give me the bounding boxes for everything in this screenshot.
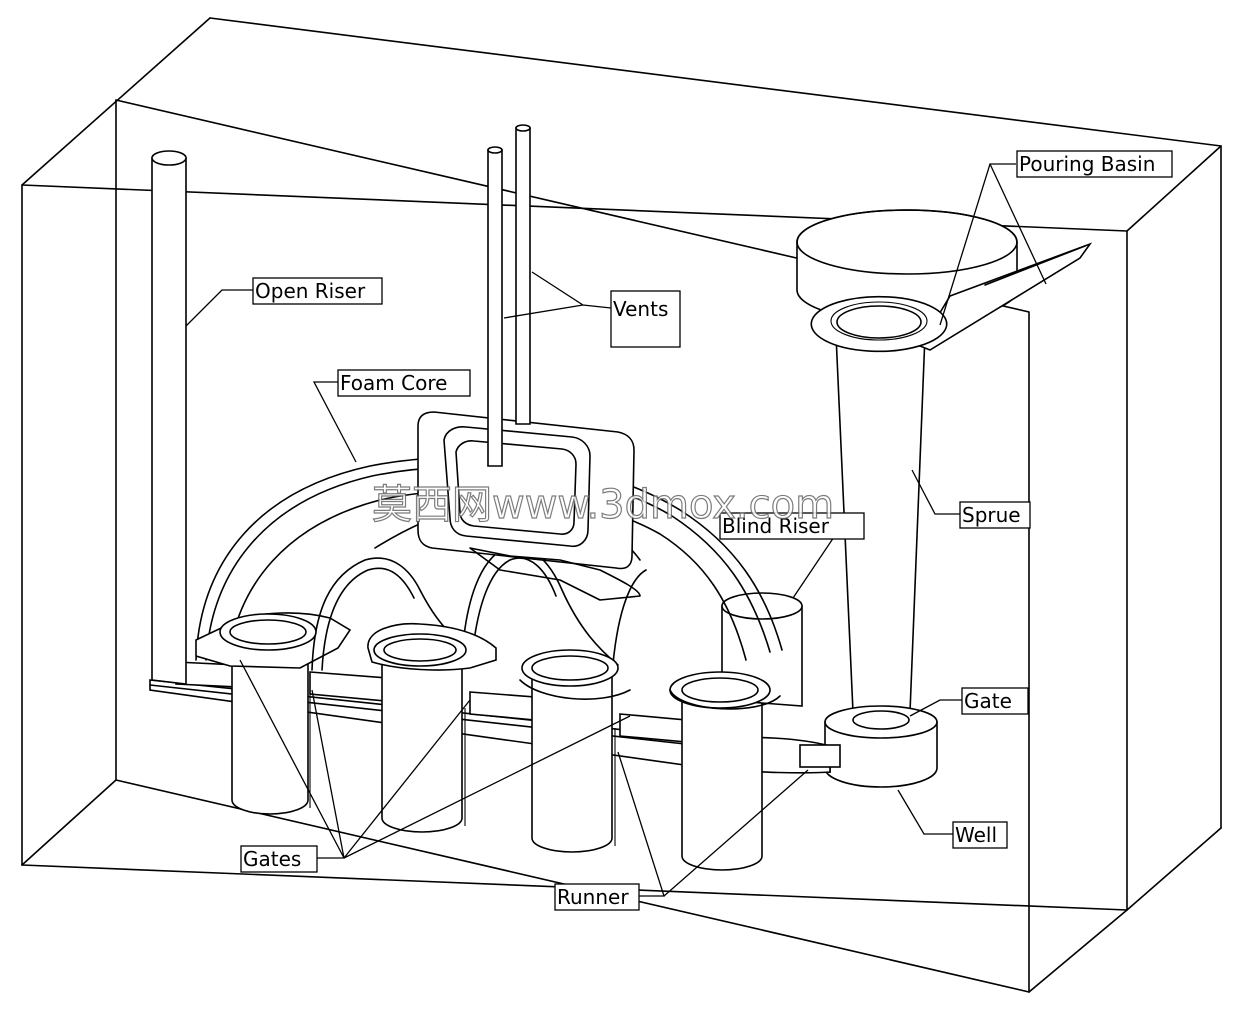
foam-core <box>195 456 783 710</box>
label-well-text: Well <box>955 823 997 847</box>
label-vents-text: Vents <box>613 297 668 321</box>
label-foam-core: Foam Core <box>337 369 471 397</box>
label-pouring-basin-text: Pouring Basin <box>1019 152 1155 176</box>
label-gates-text: Gates <box>243 847 301 871</box>
label-gate-text: Gate <box>964 689 1012 713</box>
flask-box <box>21 17 1222 993</box>
top-pad <box>417 411 641 601</box>
pouring-basin <box>796 209 1093 353</box>
label-pouring-basin: Pouring Basin <box>1016 150 1173 178</box>
open-riser <box>151 150 187 685</box>
label-gate: Gate <box>961 687 1029 715</box>
leader-lines <box>185 163 1047 897</box>
label-foam-core-text: Foam Core <box>340 371 447 395</box>
label-runner-text: Runner <box>557 885 629 909</box>
label-gates: Gates <box>240 845 318 873</box>
label-blind-riser-text: Blind Riser <box>722 514 830 538</box>
label-sprue: Sprue <box>959 501 1031 529</box>
label-blind-riser: Blind Riser <box>719 512 865 540</box>
watermark: 莫西网www.3dmox.com <box>372 482 834 528</box>
well <box>824 705 938 788</box>
cylinders <box>231 635 763 871</box>
label-well: Well <box>952 821 1008 849</box>
label-runner: Runner <box>554 883 640 911</box>
label-open-riser: Open Riser <box>252 277 383 305</box>
label-vents: Vents <box>610 290 681 348</box>
label-sprue-text: Sprue <box>962 503 1021 527</box>
label-open-riser-text: Open Riser <box>255 279 366 303</box>
vents <box>487 124 531 467</box>
